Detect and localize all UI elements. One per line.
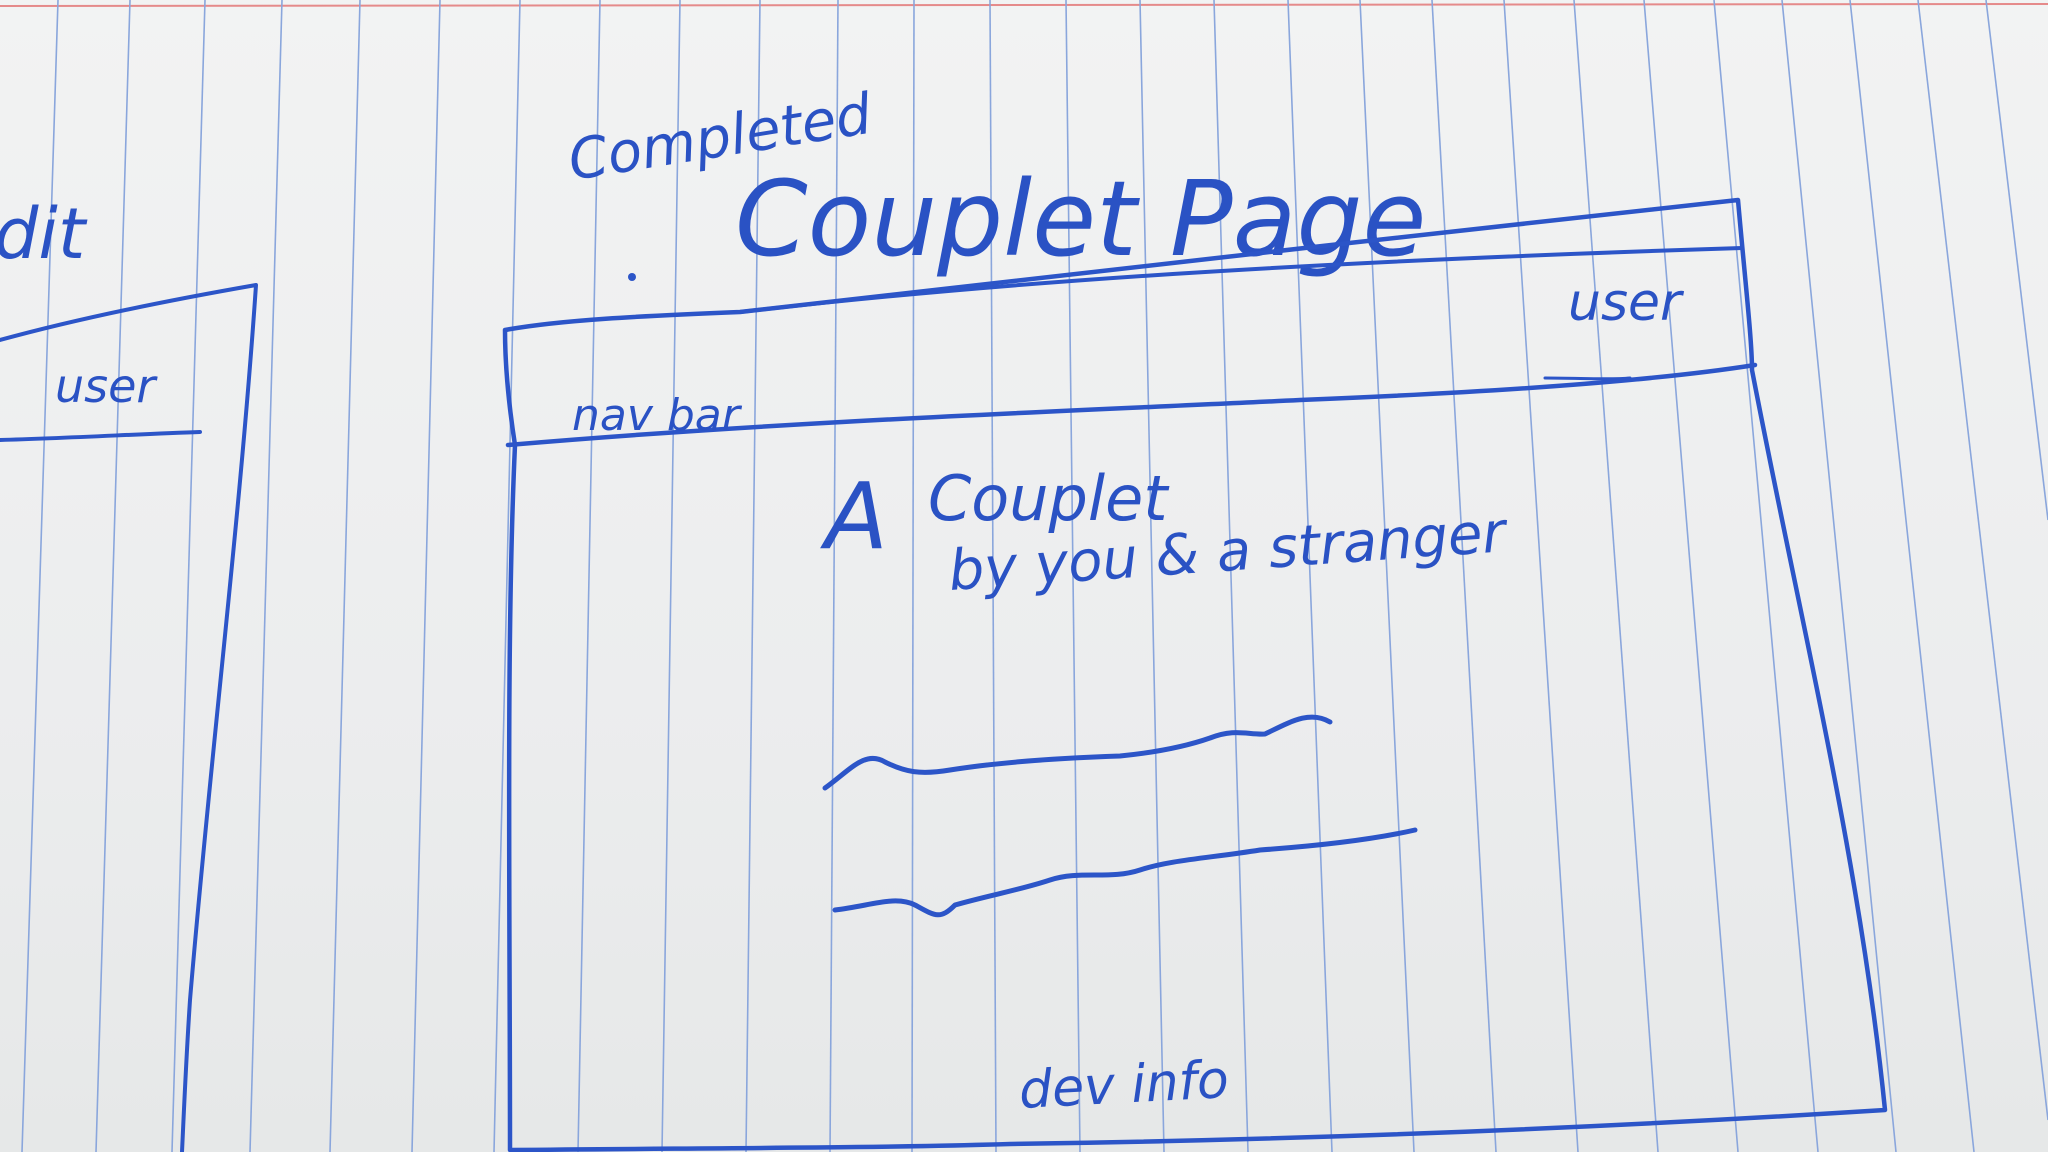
user-underline (1543, 376, 1632, 381)
footer-dev-info: dev info (1018, 1050, 1231, 1121)
page-title: Completed Couplet Page (564, 82, 1426, 281)
navbar-user-label[interactable]: user (1568, 273, 1685, 333)
title-main: Couplet Page (735, 158, 1426, 280)
couplet-line-2 (832, 827, 1418, 918)
left-frame-outline (0, 283, 258, 1152)
footer: dev info (1018, 1050, 1231, 1121)
left-user-label: user (55, 359, 158, 413)
navbar-label: nav bar (572, 390, 743, 441)
couplet-content: A Couplet by you & a stranger (820, 462, 1510, 918)
navbar[interactable]: nav bar user (572, 273, 1685, 441)
couplet-heading: Couplet (928, 462, 1170, 535)
couplet-page-wireframe: nav bar user A Couplet by you & a strang… (502, 197, 1888, 1152)
left-heading-fragment: dit (0, 193, 88, 275)
wireframe-frame (502, 197, 1888, 1152)
navbar-divider (505, 362, 1758, 448)
couplet-line-1 (822, 714, 1333, 791)
header-top-line (738, 246, 1744, 314)
left-sketch: dit user (0, 193, 258, 1152)
ink-dot (628, 273, 636, 281)
left-navbar-divider (0, 430, 202, 442)
big-letter-a: A (820, 463, 888, 570)
